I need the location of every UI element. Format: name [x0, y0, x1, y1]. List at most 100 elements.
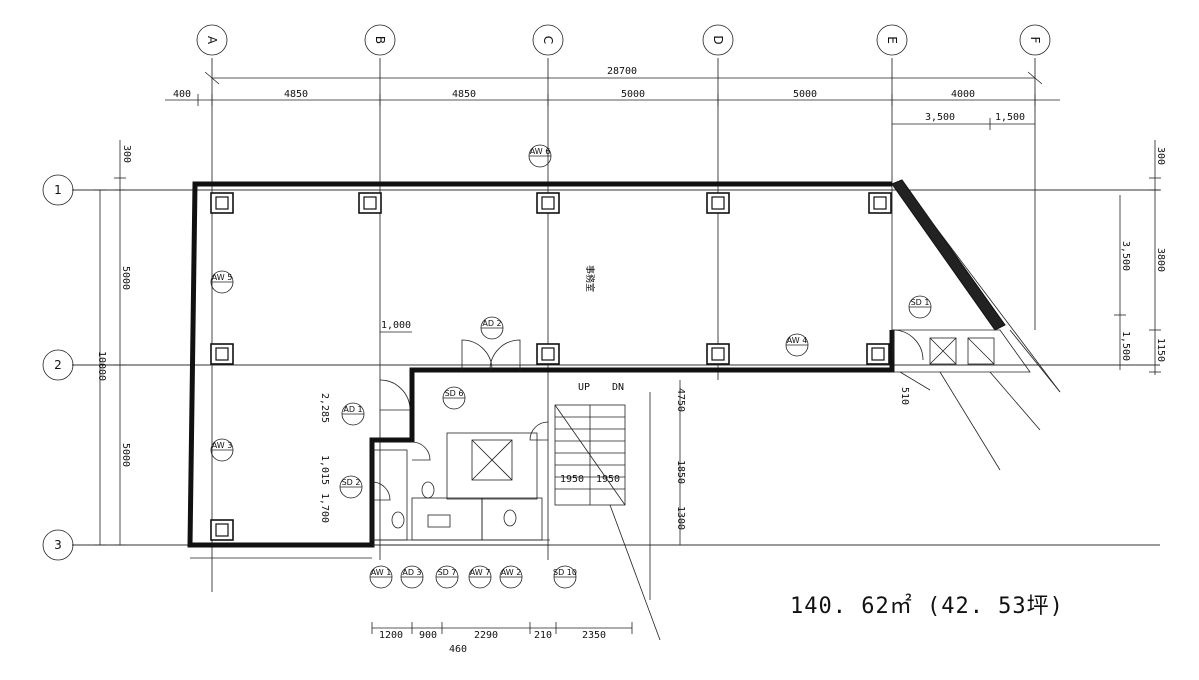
svg-text:1: 1	[54, 183, 62, 197]
door-tag-sd: SD 1	[908, 295, 932, 319]
svg-text:F: F	[1028, 37, 1042, 44]
svg-text:E: E	[885, 36, 899, 44]
door-tag-ad: AD 2	[480, 316, 504, 340]
dim-right-inner-1: 1,500	[1120, 331, 1131, 361]
dim-total: 28700	[607, 66, 637, 77]
door-tag-sd: SD 2	[339, 475, 363, 499]
svg-text:2: 2	[54, 358, 62, 372]
dim-top-1: 4850	[284, 89, 308, 100]
dim-upper-right-1: 1,500	[995, 112, 1025, 123]
svg-text:AW 1: AW 1	[371, 568, 392, 577]
dim-top-3: 5000	[621, 89, 645, 100]
dim-bottom-0: 1200	[379, 630, 403, 641]
svg-text:AW 2: AW 2	[501, 568, 522, 577]
grid-marker-C: C	[532, 24, 564, 56]
window-tag-aw: AW 7	[468, 565, 492, 589]
window-tag-aw: AW 3	[210, 438, 234, 462]
column-B1	[358, 192, 382, 214]
dim-right-inner-0: 3,500	[1120, 241, 1131, 271]
svg-text:AW 7: AW 7	[470, 568, 491, 577]
dim-left-2: 5000	[120, 443, 131, 467]
column-E2	[866, 343, 890, 365]
svg-text:1,015: 1,015	[319, 455, 330, 485]
dim-left-total: 10000	[96, 351, 107, 381]
structural-columns	[210, 192, 892, 541]
column-D2	[706, 343, 730, 365]
window-tag-aw: AW 5	[210, 270, 234, 294]
row-grid-markers: 1 2 3	[42, 174, 74, 561]
window-tag-aw: AW 2	[499, 565, 523, 589]
top-dimensions: 28700 400 4850 4850 5000 5000 4000 3,500…	[165, 66, 1060, 130]
door-tag-ad: AD 1	[341, 402, 365, 426]
svg-text:2,285: 2,285	[319, 393, 330, 423]
grid-marker-1: 1	[42, 174, 74, 206]
stair-treads	[554, 404, 626, 506]
column-A3	[210, 519, 234, 541]
dim-right-2: 1150	[1155, 338, 1166, 362]
svg-text:A: A	[205, 36, 219, 45]
room-label-office: 事務室	[584, 265, 596, 292]
dim-top-5: 4000	[951, 89, 975, 100]
svg-text:1850: 1850	[675, 460, 686, 484]
interior-dimensions: 1,000 2,285 1,015 1,700 4750 1850 1300 1…	[319, 320, 910, 545]
svg-text:AD 2: AD 2	[482, 319, 501, 328]
stair-up-label: UP	[578, 382, 590, 393]
door-tag-sd: SD 6	[442, 386, 466, 410]
annotation-leaders	[609, 371, 1041, 641]
svg-text:AW 4: AW 4	[787, 336, 808, 345]
window-tag-aw: AW 6	[528, 144, 552, 168]
column-C1	[536, 192, 560, 214]
door-swings	[371, 329, 924, 501]
svg-text:3: 3	[54, 538, 62, 552]
svg-text:AD 1: AD 1	[343, 405, 362, 414]
svg-text:510: 510	[899, 387, 910, 405]
grid-marker-D: D	[702, 24, 734, 56]
grid-marker-2: 2	[42, 349, 74, 381]
column-A2	[210, 343, 234, 365]
column-D1	[706, 192, 730, 214]
left-dimensions: 10000 300 5000 5000	[94, 140, 132, 546]
dim-bottom-3: 210	[534, 630, 552, 641]
column-C2	[536, 343, 560, 365]
dim-left-0: 300	[121, 145, 132, 163]
svg-text:AD 3: AD 3	[402, 568, 421, 577]
grid-marker-F: F	[1019, 24, 1051, 56]
dim-bottom-4: 2350	[582, 630, 606, 641]
dim-bottom-1: 900	[419, 630, 437, 641]
column-A1	[210, 192, 234, 214]
dim-bottom-2: 2290	[474, 630, 498, 641]
svg-text:C: C	[541, 36, 555, 44]
grid-marker-B: B	[364, 24, 396, 56]
svg-text:1,000: 1,000	[381, 320, 411, 331]
svg-text:SD 7: SD 7	[438, 568, 457, 577]
svg-text:4750: 4750	[675, 388, 686, 412]
column-E1	[868, 192, 892, 214]
dim-bottom-extra: 460	[449, 644, 467, 655]
column-grid-markers: A B C D E F	[196, 24, 1051, 56]
dim-right-1: 3800	[1155, 248, 1166, 272]
grid-marker-E: E	[876, 24, 908, 56]
dim-left-1: 5000	[120, 266, 131, 290]
svg-text:D: D	[711, 35, 725, 44]
window-tag-aw: AW 1	[369, 565, 393, 589]
svg-text:AW 3: AW 3	[212, 441, 233, 450]
svg-text:1950: 1950	[596, 474, 620, 485]
svg-text:1,700: 1,700	[319, 493, 330, 523]
floor-area-label: 140. 62㎡ (42. 53坪)	[790, 594, 1064, 619]
dim-upper-right-0: 3,500	[925, 112, 955, 123]
right-dimensions: 300 3800 1150 3,500 1,500	[1114, 140, 1166, 375]
svg-text:1950: 1950	[560, 474, 584, 485]
door-tag-sd: SD 10	[553, 565, 577, 589]
svg-text:AW 5: AW 5	[212, 273, 233, 282]
svg-text:SD 6: SD 6	[445, 389, 464, 398]
door-tag-sd: SD 7	[435, 565, 459, 589]
grid-marker-3: 3	[42, 529, 74, 561]
fixture-tags: AW 5 AW 3 AW 6 AW 4 AW 1 AW 7 AW 2 AD 2 …	[210, 144, 932, 589]
svg-text:SD 1: SD 1	[911, 298, 930, 307]
svg-text:SD 10: SD 10	[553, 568, 577, 577]
door-tag-ad: AD 3	[400, 565, 424, 589]
stair-down-label: DN	[612, 382, 624, 393]
grid-marker-A: A	[196, 24, 228, 56]
dim-top-0: 400	[173, 89, 191, 100]
